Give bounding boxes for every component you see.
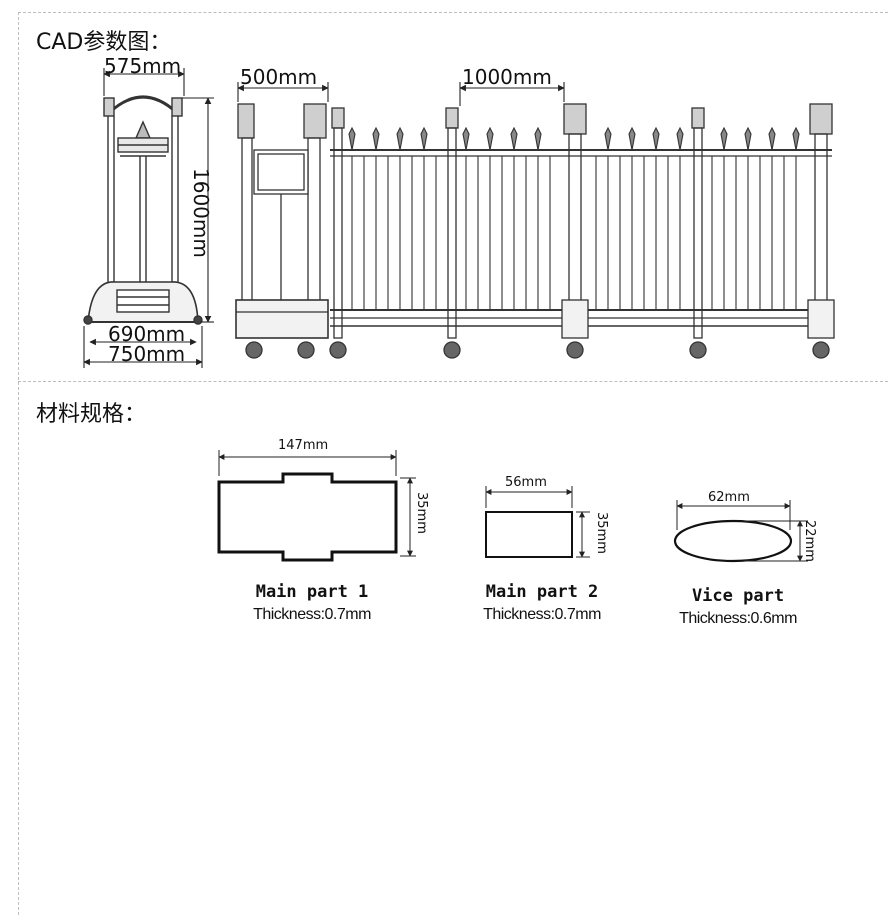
- side-height-label: 1600mm: [189, 168, 213, 258]
- front-view-dimensions: [237, 82, 565, 106]
- part-1-height-label: 35mm: [414, 492, 429, 534]
- cad-section-title: CAD参数图：: [36, 30, 172, 55]
- section-divider: [18, 381, 888, 382]
- main-part-2-profile: [485, 486, 590, 558]
- part-2-caption: Main part 2 Thickness:0.7mm: [456, 582, 628, 624]
- front-view-drawing: [235, 103, 835, 359]
- vice-width-label: 62mm: [708, 490, 750, 505]
- part-1-caption: Main part 1 Thickness:0.7mm: [226, 582, 398, 624]
- part-1-name: Main part 1: [255, 582, 369, 602]
- side-view-dimensions: [83, 68, 214, 368]
- material-section-title: 材料规格：: [36, 402, 147, 427]
- side-top-width-label: 575mm: [104, 54, 181, 78]
- vice-part-thickness: Thickness:0.6mm: [679, 610, 797, 627]
- part-2-thickness: Thickness:0.7mm: [483, 606, 601, 623]
- part-1-width-label: 147mm: [278, 438, 328, 453]
- part-2-height-label: 35mm: [594, 512, 609, 554]
- side-inner-base-label: 690mm: [108, 322, 185, 346]
- vice-part-caption: Vice part Thickness:0.6mm: [648, 586, 828, 628]
- side-outer-base-label: 750mm: [108, 342, 185, 366]
- vice-part-profile: [673, 500, 808, 563]
- part-2-name: Main part 2: [485, 582, 599, 602]
- frame-top-border: [18, 12, 888, 13]
- vice-part-name: Vice part: [691, 586, 785, 606]
- frame-left-border: [18, 12, 19, 915]
- part-2-width-label: 56mm: [505, 475, 547, 490]
- main-part-1-profile: [217, 450, 416, 562]
- part-1-thickness: Thickness:0.7mm: [253, 606, 371, 623]
- front-span-width-label: 1000mm: [462, 65, 552, 89]
- side-view-drawing: [83, 95, 203, 325]
- vice-height-label: 22mm: [802, 520, 817, 562]
- front-head-width-label: 500mm: [240, 65, 317, 89]
